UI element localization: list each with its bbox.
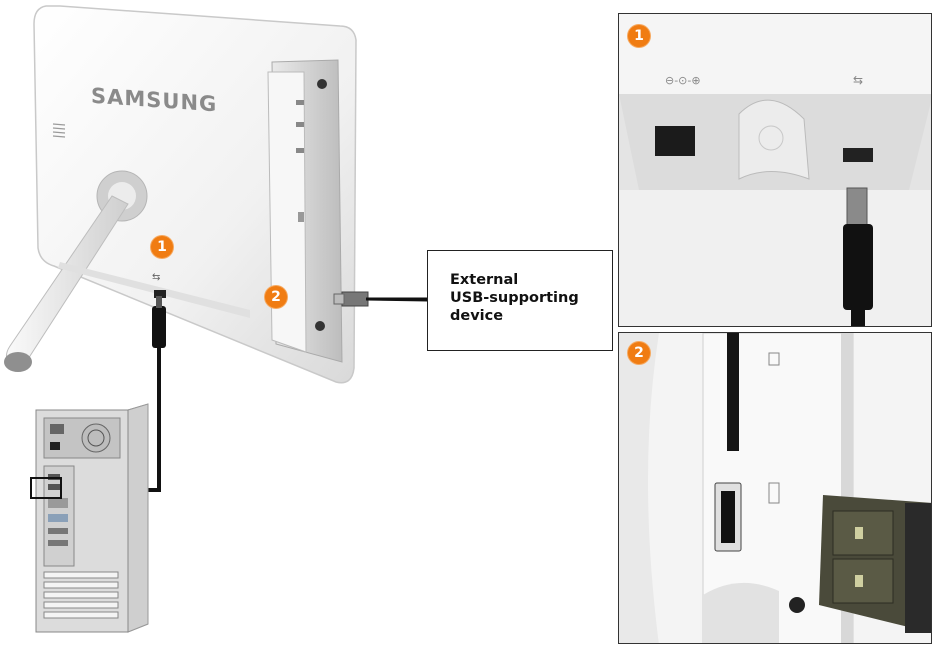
power-usb-detail: ⊖-⊙-⊕ ⇆ [619,14,931,326]
pc-usb-port-highlight [30,477,62,499]
svg-text:⇆: ⇆ [152,272,160,283]
panel-1-marker: 1 [628,25,650,47]
dc-power-icon: ⊖-⊙-⊕ [665,74,701,87]
callout-text: External USB-supporting device [450,271,579,325]
external-device-callout: External USB-supporting device [427,250,613,351]
photo-frame-back: ⇆ SAMSUNG [0,0,370,400]
photo-frame-illustration: ⇆ [4,5,369,384]
pc-tower [30,402,154,634]
callout-line-2: USB-supporting [450,290,579,306]
panel-2-marker: 2 [628,342,650,364]
detail-panel-1: ⊖-⊙-⊕ ⇆ 1 [618,13,932,327]
callout-line-1: External [450,272,519,288]
dc-power-jack [655,126,695,156]
card-slot [727,333,739,451]
mini-usb-plug [152,306,166,348]
pc-tower-illustration [35,403,149,633]
usb-icon: ⇆ [853,73,863,87]
marker-1: 1 [151,236,173,258]
detail-panel-2: 2 [618,332,932,644]
marker-2: 2 [265,286,287,308]
mini-usb-port [843,148,873,162]
usb-host-detail [619,333,931,643]
callout-line-3: device [450,308,504,324]
